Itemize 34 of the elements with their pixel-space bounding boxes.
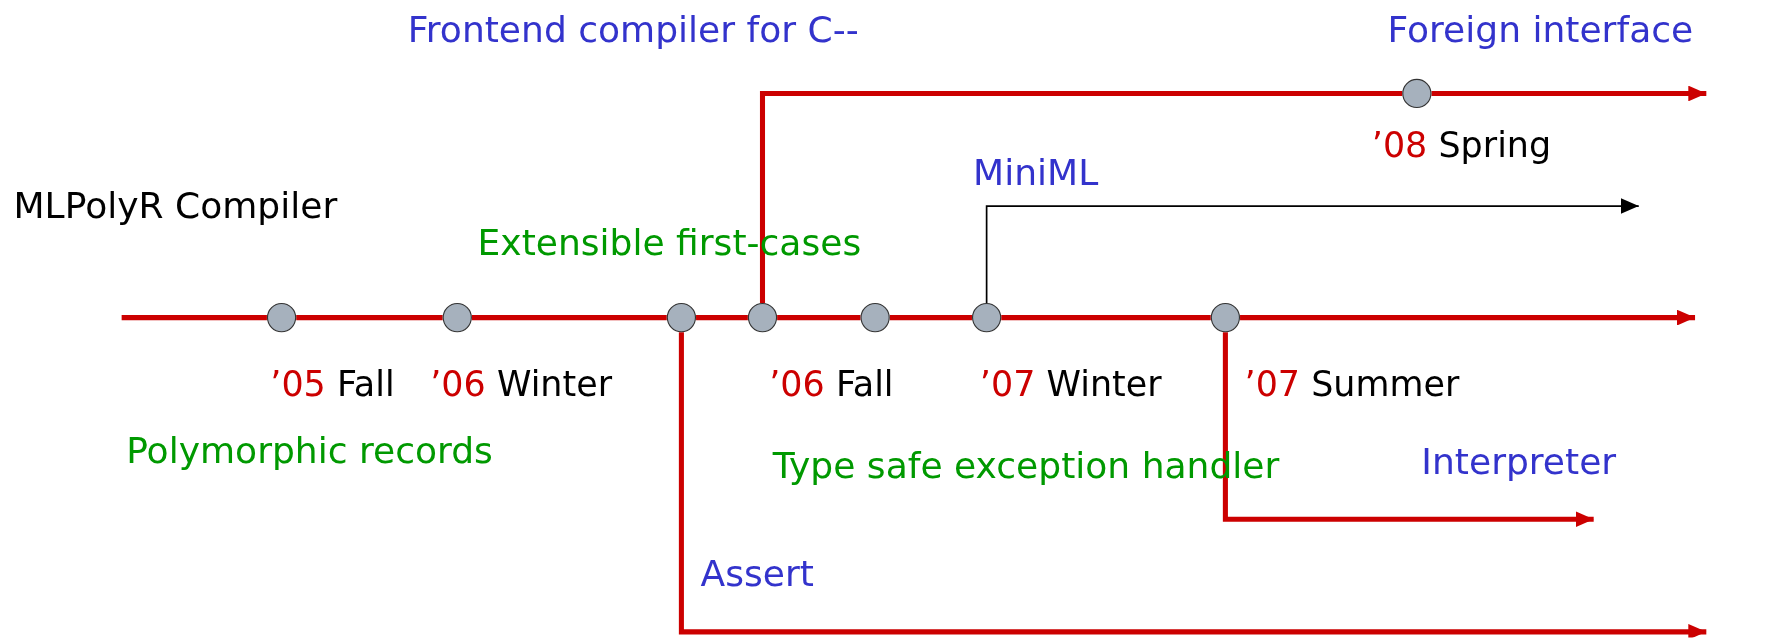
milestone-dot <box>747 302 778 333</box>
branch-label: Frontend compiler for C-- <box>407 9 859 50</box>
date-label: ’06 Winter <box>430 364 612 404</box>
milestone-dot <box>860 302 890 333</box>
date-label: ’05 Fall <box>270 364 395 404</box>
date-label: ’07 Summer <box>1244 364 1460 404</box>
timeline-line <box>696 315 748 321</box>
arrow <box>1222 332 1594 528</box>
branch-label: Assert <box>700 553 814 594</box>
milestone-dot <box>666 302 697 333</box>
title-label: MLPolyR Compiler <box>13 185 338 227</box>
milestone-dot <box>972 302 1002 333</box>
branch-label: MiniML <box>973 152 1099 193</box>
timeline-line <box>471 315 667 321</box>
date-label: ’07 Winter <box>979 364 1162 404</box>
arrow <box>1431 85 1707 102</box>
feature-label: Polymorphic records <box>126 430 493 471</box>
date-label: ’08 Spring <box>1371 125 1552 164</box>
timeline-line <box>889 315 972 321</box>
branch-label: Interpreter <box>1421 441 1617 483</box>
timeline-line <box>121 315 267 321</box>
branch-label: Foreign interface <box>1387 9 1694 50</box>
date-label: ’06 Fall <box>769 364 894 404</box>
timeline-line <box>1001 315 1211 321</box>
arrow <box>678 332 1707 638</box>
arrow <box>985 198 1640 304</box>
timeline-line <box>296 315 443 321</box>
arrow <box>1240 309 1696 326</box>
timeline-line <box>777 315 861 321</box>
milestone-dot <box>1210 302 1241 333</box>
milestone-dot <box>1402 78 1432 109</box>
milestone-dot <box>442 302 472 333</box>
milestone-dot <box>266 302 297 333</box>
timeline-line <box>759 90 1403 303</box>
